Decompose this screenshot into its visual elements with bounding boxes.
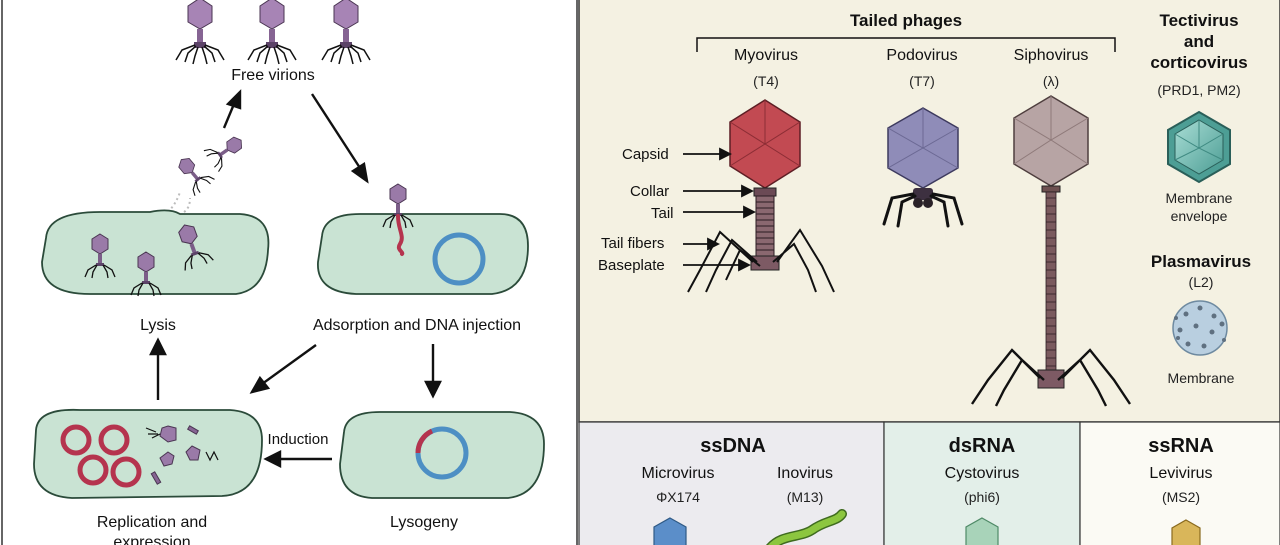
adsorption-label: Adsorption and DNA injection: [313, 317, 521, 334]
integrated-prophage: [415, 428, 434, 454]
inovirus-example: (M13): [787, 489, 824, 505]
plasmavirus-illustration: [1172, 300, 1228, 356]
tectivirus-title-line3: corticovirus: [1150, 53, 1247, 72]
tailed-bracket: [696, 37, 1116, 52]
inovirus-name: Inovirus: [777, 465, 833, 482]
morphology-panel: [578, 0, 1280, 423]
replicating-genomes: [60, 424, 142, 488]
free-virions-label: Free virions: [231, 67, 315, 84]
part-arrows: [683, 147, 757, 272]
levivirus-example: (MS2): [1162, 489, 1200, 505]
microvirus-name: Microvirus: [642, 465, 715, 482]
podovirus-name: Podovirus: [886, 47, 957, 64]
myovirus-example: (T4): [753, 73, 779, 89]
lysis-cell: [41, 209, 270, 295]
adsorption-cell: [317, 213, 529, 295]
levivirus-illustration: [1171, 519, 1201, 545]
siphovirus-example: (λ): [1043, 73, 1059, 89]
myovirus-name: Myovirus: [734, 47, 798, 64]
tail-fibers-label: Tail fibers: [601, 235, 664, 252]
tectivirus-caption-line1: Membrane: [1166, 190, 1233, 206]
levivirus-name: Levivirus: [1149, 465, 1212, 482]
tectivirus-example: (PRD1, PM2): [1157, 82, 1240, 98]
podovirus-illustration: [882, 107, 964, 228]
lysis-label: Lysis: [140, 317, 176, 334]
podovirus-example: (T7): [909, 73, 935, 89]
microvirus-illustration: [653, 517, 687, 545]
phage-components: [150, 425, 201, 485]
inovirus-illustration: [768, 510, 846, 545]
tailed-phages-header: Tailed phages: [850, 11, 962, 30]
myovirus-illustration: [687, 99, 835, 293]
cystovirus-name: Cystovirus: [945, 465, 1020, 482]
microvirus-example: ΦX174: [656, 489, 700, 505]
tectivirus-title-line2: and: [1184, 32, 1214, 51]
dsrna-header: dsRNA: [949, 435, 1016, 457]
ssrna-header: ssRNA: [1148, 435, 1214, 457]
cystovirus-example: (phi6): [964, 489, 1000, 505]
replication-label-line1: Replication and: [97, 514, 207, 531]
tail-label: Tail: [651, 205, 674, 222]
siphovirus-name: Siphovirus: [1014, 47, 1089, 64]
lysogeny-label: Lysogeny: [390, 514, 458, 531]
ssdna-header: ssDNA: [700, 435, 766, 457]
part-labels: Capsid Collar Tail Tail fibers Baseplate: [598, 146, 674, 274]
tectivirus-title-line1: Tectivirus: [1159, 11, 1238, 30]
plasmavirus-example: (L2): [1189, 274, 1214, 290]
cystovirus-illustration: [965, 517, 999, 545]
tectivirus-caption-line2: envelope: [1171, 208, 1228, 224]
injected-dna: [396, 214, 405, 256]
lysogeny-cell: [339, 411, 545, 499]
siphovirus-illustration: [971, 95, 1131, 407]
host-chromosome: [432, 232, 486, 286]
induction-label: Induction: [268, 431, 329, 448]
collar-label: Collar: [630, 183, 669, 200]
replication-label-line2: expression: [113, 534, 190, 545]
replication-cell: [33, 408, 263, 499]
baseplate-label: Baseplate: [598, 257, 665, 274]
capsid-label: Capsid: [622, 146, 669, 163]
plasmavirus-title: Plasmavirus: [1151, 252, 1251, 271]
tectivirus-illustration: [1167, 110, 1231, 184]
lifecycle-arrows: [149, 89, 442, 468]
plasmavirus-caption: Membrane: [1168, 370, 1235, 386]
